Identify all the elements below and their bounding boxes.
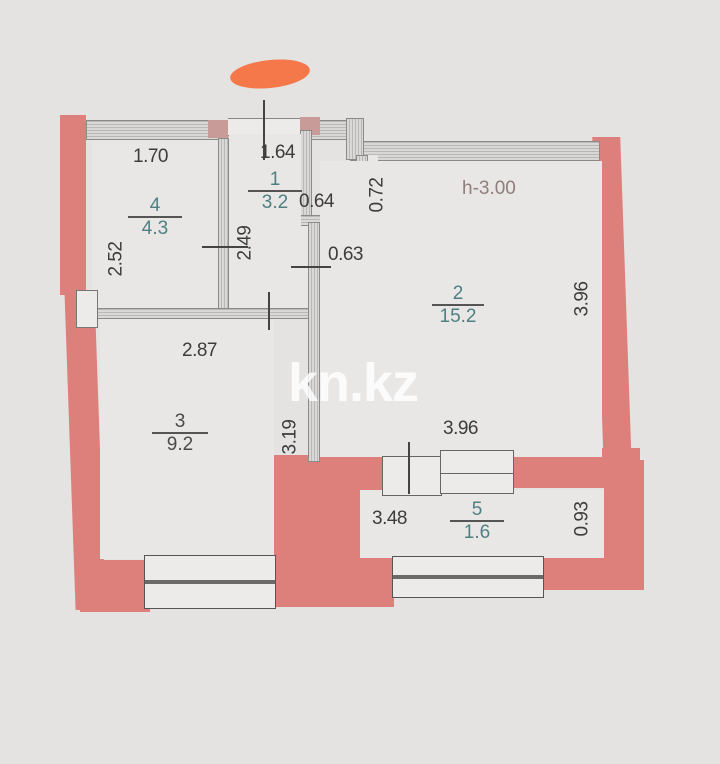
room-number: 3: [174, 411, 186, 432]
room-area: 1.6: [463, 521, 491, 543]
room-label-2: 2 15.2: [432, 284, 484, 326]
watermark: kn.kz: [288, 353, 419, 413]
window-right-lower[interactable]: [392, 556, 544, 598]
window-left-lower[interactable]: [144, 555, 276, 609]
dim-room1-notch-width: 0.64: [299, 191, 334, 212]
balcony-door-opening: [382, 456, 442, 496]
wall-room2-left: [308, 222, 320, 462]
room-3: [100, 319, 274, 559]
dim-room4-height: 2.52: [105, 241, 127, 277]
left-wall-opening: [76, 290, 98, 328]
wall-top-right: [350, 141, 600, 161]
dim-tick: [202, 246, 248, 248]
room-number: 1: [269, 169, 281, 190]
dim-corridor-depth: 0.72: [366, 177, 388, 213]
wall-room4-room1: [218, 138, 229, 316]
dim-room2-width: 3.96: [443, 418, 478, 439]
redaction-mark: [228, 55, 312, 93]
wall-notch-vertical: [346, 118, 364, 160]
dim-tick: [263, 100, 265, 160]
dim-notch-depth: 0.63: [328, 244, 363, 265]
dim-room3-width: 2.87: [182, 340, 217, 361]
dim-tick: [291, 266, 331, 268]
dim-room4-width: 1.70: [133, 146, 168, 167]
room-label-1: 1 3.2: [248, 170, 302, 212]
room-4: [92, 140, 218, 308]
room-label-4: 4 4.3: [128, 196, 182, 238]
room-area: 9.2: [166, 433, 194, 455]
dim-room3-height: 3.19: [279, 419, 301, 455]
room-area: 4.3: [141, 217, 169, 239]
room-area: 3.2: [261, 191, 289, 213]
dim-room5-width: 3.48: [372, 508, 407, 529]
balcony-door-frame: [440, 450, 514, 494]
column-1: [208, 120, 228, 138]
room-1: [229, 134, 301, 308]
dim-room1-width: 1.64: [260, 142, 295, 163]
room-2-corridor: [368, 155, 378, 225]
dim-tick: [408, 442, 410, 494]
room-label-3: 3 9.2: [152, 412, 208, 454]
dim-tick: [268, 292, 270, 330]
exterior-wall-bottom-left: [80, 560, 150, 612]
dim-room1-height: 2.49: [234, 225, 256, 261]
balcony-wall-left: [342, 470, 362, 580]
room-area: 15.2: [439, 305, 477, 327]
ceiling-height: h-3.00: [462, 178, 516, 199]
room-number: 2: [452, 283, 464, 304]
dim-room5-depth: 0.93: [571, 501, 593, 537]
room-number: 4: [149, 195, 161, 216]
room-5: [360, 490, 604, 558]
room-2: [320, 161, 602, 457]
dim-room2-height: 3.96: [571, 281, 593, 317]
wall-room4-bottom: [96, 308, 312, 319]
room-label-5: 5 1.6: [450, 500, 504, 542]
door-divider: [441, 473, 513, 474]
exterior-wall-left: [60, 115, 86, 295]
room-number: 5: [471, 499, 483, 520]
